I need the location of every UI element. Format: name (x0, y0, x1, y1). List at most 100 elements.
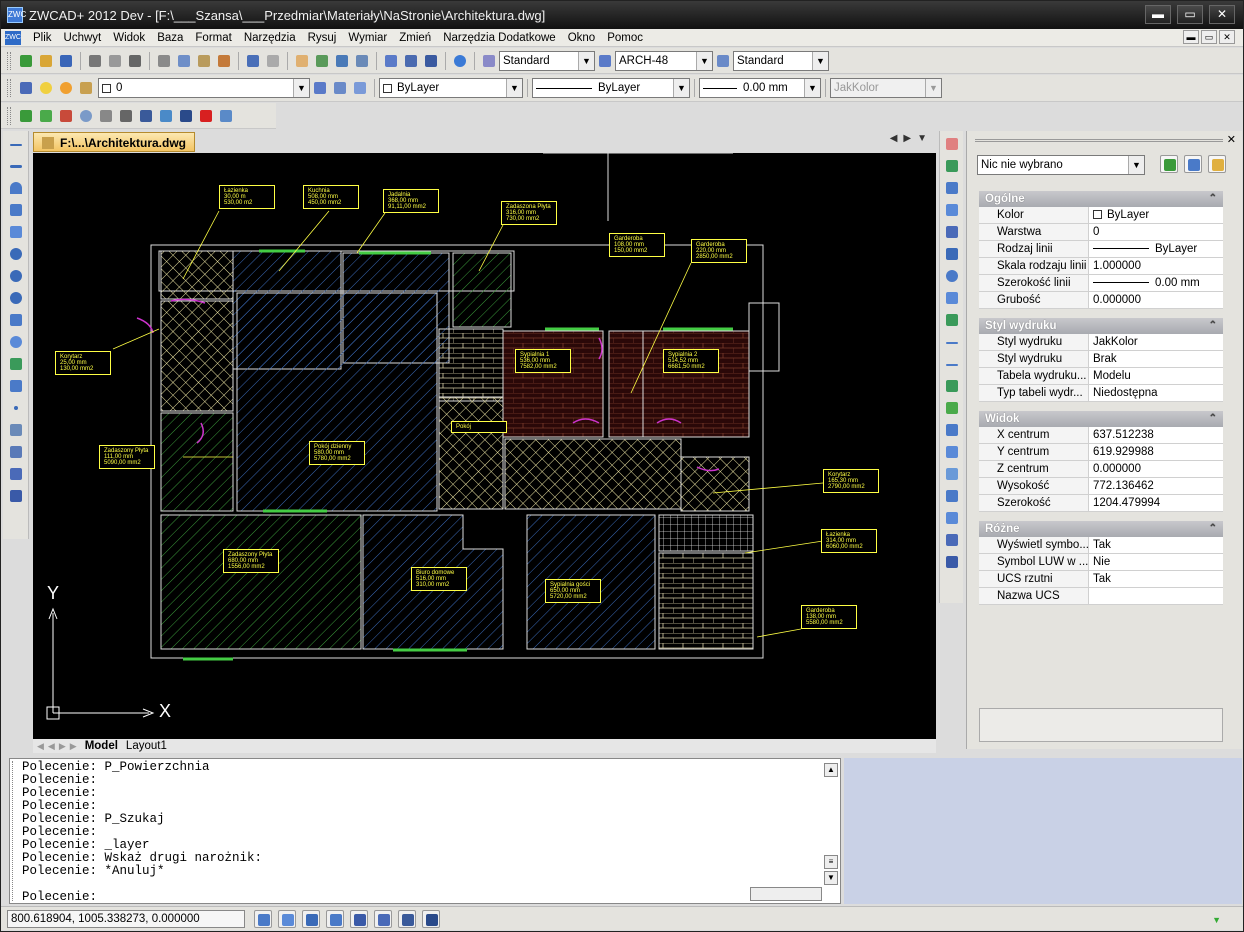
revision-cloud-icon[interactable] (7, 311, 25, 329)
scroll-down-icon[interactable]: ▼ (824, 871, 838, 885)
document-tab[interactable]: F:\...\Architektura.dwg (33, 132, 196, 152)
menu-tools[interactable]: Narzędzia (243, 31, 296, 44)
command-grip[interactable] (12, 761, 18, 901)
property-row[interactable]: Tabela wydruku...Modelu (979, 368, 1223, 385)
maximize-button[interactable]: ▭ (1177, 5, 1203, 24)
join-icon[interactable] (943, 399, 961, 417)
move-icon[interactable] (943, 245, 961, 263)
property-row[interactable]: Typ tabeli wydr...Niedostępna (979, 385, 1223, 402)
undo-icon[interactable] (244, 52, 262, 70)
quick-select-icon[interactable] (1208, 155, 1226, 173)
section-header[interactable]: Widok⌃ (979, 411, 1223, 427)
scroll-thumb[interactable]: ≡ (824, 855, 838, 869)
menu-baza[interactable]: Baza (157, 31, 184, 44)
design-center-icon[interactable] (402, 52, 420, 70)
status-menu-chevron-icon[interactable]: ▼ (1212, 915, 1221, 925)
color-select[interactable]: ByLayer▼ (379, 78, 523, 98)
collapse-chevron-icon[interactable]: ⌃ (1208, 320, 1217, 331)
table-draw-icon[interactable] (7, 465, 25, 483)
trim-icon[interactable] (943, 333, 961, 351)
toolbar-grip[interactable] (7, 51, 11, 70)
table-icon[interactable] (157, 107, 175, 125)
tool-3-icon[interactable] (57, 107, 75, 125)
ortho-icon[interactable] (302, 910, 320, 928)
help-icon[interactable] (451, 52, 469, 70)
image-icon[interactable] (177, 107, 195, 125)
selection-select[interactable]: Nic nie wybrano▼ (977, 155, 1145, 175)
mirror-icon[interactable] (943, 179, 961, 197)
section-header[interactable]: Styl wydruku⌃ (979, 318, 1223, 334)
close-button[interactable]: ✕ (1209, 5, 1235, 24)
region-icon[interactable] (7, 443, 25, 461)
mtext-icon[interactable] (7, 487, 25, 505)
measure-icon[interactable] (137, 107, 155, 125)
zoom-window-icon[interactable] (333, 52, 351, 70)
property-value[interactable]: Brak (1089, 351, 1223, 367)
draworder-front-icon[interactable] (943, 487, 961, 505)
snap-icon[interactable] (254, 910, 272, 928)
section-header[interactable]: Ogólne⌃ (979, 191, 1223, 207)
scroll-up-icon[interactable]: ▲ (824, 763, 838, 777)
property-row[interactable]: Nazwa UCS (979, 588, 1223, 605)
collapse-chevron-icon[interactable]: ⌃ (1208, 413, 1217, 424)
paste-icon[interactable] (195, 52, 213, 70)
menu-draw[interactable]: Rysuj (307, 31, 337, 44)
collapse-chevron-icon[interactable]: ⌃ (1208, 193, 1217, 204)
spline-icon[interactable] (7, 245, 25, 263)
pan-icon[interactable] (293, 52, 311, 70)
copy-icon[interactable] (175, 52, 193, 70)
polar-icon[interactable] (326, 910, 344, 928)
plot-icon[interactable] (126, 52, 144, 70)
menu-modify[interactable]: Zmień (399, 31, 432, 44)
line-icon[interactable] (7, 135, 25, 153)
otrack-icon[interactable] (374, 910, 392, 928)
zoom-previous-icon[interactable] (353, 52, 371, 70)
property-row[interactable]: Symbol LUW w ...Nie (979, 554, 1223, 571)
point-icon[interactable] (7, 399, 25, 417)
rotate-icon[interactable] (943, 267, 961, 285)
make-block-icon[interactable] (7, 377, 25, 395)
open-file-icon[interactable] (37, 52, 55, 70)
menu-view[interactable]: Widok (113, 31, 146, 44)
title-bar[interactable]: ZWC ZWCAD+ 2012 Dev - [F:\___Szansa\___P… (1, 1, 1243, 29)
property-row[interactable]: Wyświetl symbo...Tak (979, 537, 1223, 554)
layer-select[interactable]: 0▼ (98, 78, 310, 98)
doc-minimize-button[interactable]: ▬ (1183, 30, 1199, 44)
linetype-select[interactable]: ByLayer▼ (532, 78, 690, 98)
dim-style-select[interactable]: ARCH-48▼ (615, 50, 713, 71)
property-value[interactable]: 1204.479994 (1089, 495, 1223, 511)
layout-nav-arrows[interactable]: ◀◀▶▶ (37, 740, 81, 751)
menu-format[interactable]: Format (195, 31, 232, 44)
draworder-back-icon[interactable] (943, 509, 961, 527)
save-icon[interactable] (57, 52, 75, 70)
property-value[interactable]: ByLayer (1089, 241, 1223, 257)
copy-object-icon[interactable] (943, 157, 961, 175)
menu-help[interactable]: Pomoc (607, 31, 644, 44)
cut-icon[interactable] (155, 52, 173, 70)
property-value[interactable]: Niedostępna (1089, 385, 1223, 401)
menu-dimension[interactable]: Wymiar (348, 31, 388, 44)
select-objects-icon[interactable] (1184, 155, 1202, 173)
match-properties-icon[interactable] (215, 52, 233, 70)
break-icon[interactable] (943, 377, 961, 395)
toolbar-grip[interactable] (7, 106, 11, 125)
